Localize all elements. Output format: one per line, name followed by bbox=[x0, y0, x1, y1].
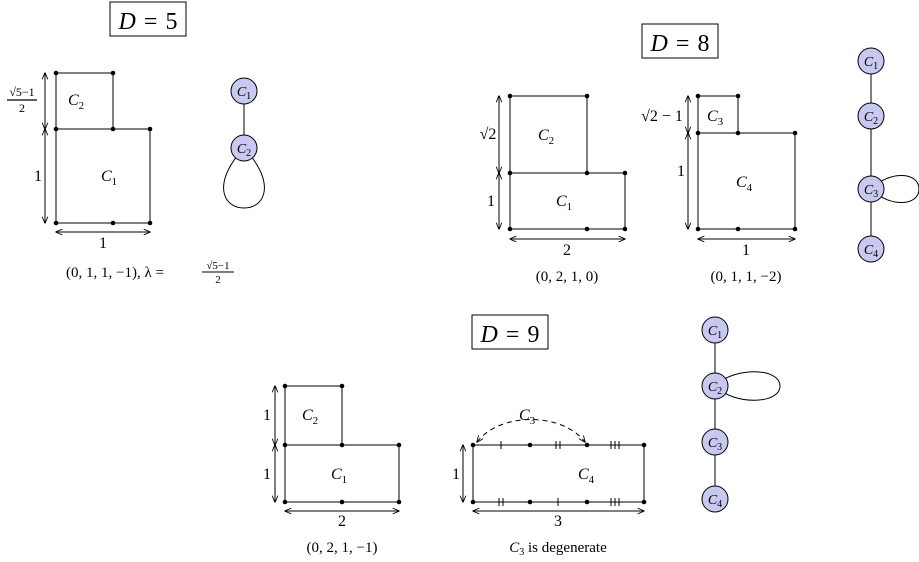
d5-dim-left: 1 bbox=[34, 129, 45, 223]
d8-left-dim-top: √2 bbox=[480, 96, 499, 173]
svg-text:1: 1 bbox=[487, 193, 495, 210]
d5-dim-top: √5−1 2 bbox=[7, 73, 45, 129]
d8-right-vertices bbox=[695, 93, 798, 232]
d8-left-dim-bottom: 2 bbox=[510, 239, 625, 259]
d9-right-caption: C3 is degenerate bbox=[509, 540, 607, 558]
svg-text:C1: C1 bbox=[864, 55, 878, 72]
svg-text:C1: C1 bbox=[708, 324, 722, 341]
d8-right-dim-left: 1 bbox=[677, 133, 688, 229]
d9-left-dim-bottom: 2 bbox=[285, 511, 399, 530]
svg-text:C2: C2 bbox=[708, 380, 722, 397]
svg-text:1: 1 bbox=[677, 163, 685, 180]
d8-left-dim-left: 1 bbox=[487, 173, 499, 229]
header-d5: D=5 bbox=[109, 1, 187, 37]
d8-left-caption: (0, 2, 1, 0) bbox=[536, 269, 599, 285]
svg-text:C4: C4 bbox=[708, 493, 722, 510]
svg-text:1: 1 bbox=[99, 235, 107, 252]
svg-text:C2: C2 bbox=[864, 110, 878, 127]
svg-text:D=9: D=9 bbox=[480, 322, 540, 348]
header-d8: D=8 bbox=[641, 23, 719, 59]
d9-node-c2: C2 bbox=[701, 372, 729, 400]
svg-text:√5−1: √5−1 bbox=[206, 260, 229, 272]
d9-right-dim-bottom: 3 bbox=[473, 511, 644, 530]
d8-graph: C1 C2 C3 C4 bbox=[857, 47, 919, 263]
d8-right-dim-top: √2 − 1 bbox=[641, 96, 688, 133]
svg-text:1: 1 bbox=[34, 168, 42, 185]
d9-right-polygon bbox=[472, 444, 645, 503]
d9-left-dim-left: 1 bbox=[263, 445, 275, 502]
svg-text:2: 2 bbox=[215, 274, 221, 286]
svg-text:C3: C3 bbox=[864, 183, 878, 200]
svg-text:2: 2 bbox=[563, 242, 571, 259]
d9-right-tick-marks bbox=[498, 441, 620, 506]
d8-node-c1: C1 bbox=[857, 47, 885, 75]
svg-text:1: 1 bbox=[452, 466, 460, 483]
d9-graph: C1 C2 C3 C4 bbox=[701, 316, 781, 513]
svg-text:1: 1 bbox=[742, 242, 750, 259]
svg-text:C3: C3 bbox=[519, 407, 536, 427]
d9-left-label-c2: C2 bbox=[302, 407, 318, 427]
d9-left-vertices bbox=[282, 383, 402, 505]
svg-text:D=5: D=5 bbox=[118, 9, 178, 35]
svg-text:1: 1 bbox=[263, 466, 271, 483]
svg-text:2: 2 bbox=[338, 513, 346, 530]
d9-left-caption: (0, 2, 1, −1) bbox=[307, 540, 378, 556]
d8-node-c4: C4 bbox=[857, 235, 885, 263]
svg-text:√2: √2 bbox=[480, 126, 497, 143]
d5-graph: C1 C2 bbox=[223, 77, 265, 209]
d9-left-dim-top: 1 bbox=[263, 386, 275, 445]
d8-right-label-c3: C3 bbox=[707, 108, 724, 128]
d8-right-dim-bottom: 1 bbox=[698, 239, 795, 259]
svg-text:C2: C2 bbox=[237, 142, 251, 159]
d8-left-label-c1: C1 bbox=[556, 193, 572, 213]
d5-node-c2: C2 bbox=[230, 134, 258, 162]
svg-text:C1: C1 bbox=[237, 85, 251, 102]
d5-caption: (0, 1, 1, −1), λ = √5−1 2 bbox=[66, 260, 234, 286]
svg-text:C3: C3 bbox=[708, 436, 722, 453]
d8-right-caption: (0, 1, 1, −2) bbox=[711, 269, 782, 285]
d8-left-vertices bbox=[507, 93, 628, 232]
d9-right-c3-arc: C3 bbox=[477, 407, 585, 442]
svg-text:2: 2 bbox=[19, 101, 25, 115]
d8-node-c3: C3 bbox=[857, 175, 885, 203]
d9-right-label-c4: C4 bbox=[578, 466, 595, 486]
d5-node-c1: C1 bbox=[230, 77, 258, 105]
d9-right-vertices bbox=[470, 442, 647, 505]
svg-text:1: 1 bbox=[263, 407, 271, 424]
d5-vertices bbox=[53, 70, 153, 226]
d9-left-label-c1: C1 bbox=[331, 466, 347, 486]
d8-right-label-c4: C4 bbox=[736, 174, 753, 194]
d9-right-dim-left: 1 bbox=[452, 445, 463, 502]
d8-left-label-c2: C2 bbox=[538, 127, 554, 147]
d5-label-c1: C1 bbox=[101, 168, 117, 188]
svg-text:√2 − 1: √2 − 1 bbox=[641, 108, 683, 125]
d9-node-c4: C4 bbox=[701, 485, 729, 513]
d9-node-c3: C3 bbox=[701, 428, 729, 456]
svg-text:(0, 1, 1, −1), λ =: (0, 1, 1, −1), λ = bbox=[66, 265, 164, 281]
d5-label-c2: C2 bbox=[68, 92, 84, 112]
svg-text:C4: C4 bbox=[864, 243, 878, 260]
d9-node-c1: C1 bbox=[701, 316, 729, 344]
d8-node-c2: C2 bbox=[857, 102, 885, 130]
svg-text:3: 3 bbox=[554, 513, 562, 530]
svg-text:D=8: D=8 bbox=[650, 31, 710, 57]
svg-text:√5−1: √5−1 bbox=[9, 85, 34, 99]
header-d9: D=9 bbox=[471, 314, 549, 350]
d5-dim-bottom: 1 bbox=[56, 232, 150, 252]
